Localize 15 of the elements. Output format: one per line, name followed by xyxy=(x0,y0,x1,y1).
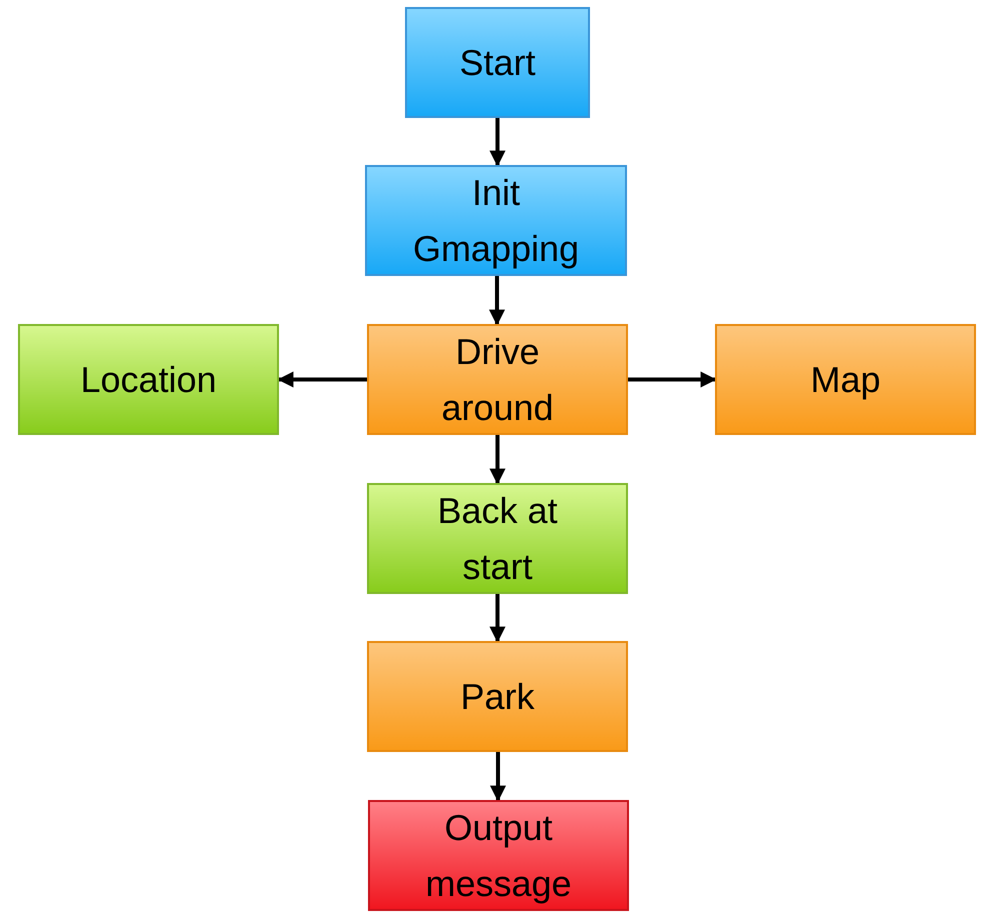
process-box: Start xyxy=(405,7,590,118)
process-box: Output message xyxy=(368,800,629,911)
arrow xyxy=(490,118,506,167)
process-box: Drive around xyxy=(367,324,628,435)
arrow xyxy=(489,276,505,326)
process-box: Map xyxy=(715,324,976,435)
process-box: Park xyxy=(367,641,628,752)
arrow xyxy=(490,752,506,802)
arrow xyxy=(628,372,717,388)
arrow xyxy=(277,372,367,388)
process-box: Init Gmapping xyxy=(365,165,627,276)
arrow xyxy=(490,594,506,643)
arrow xyxy=(490,435,506,485)
process-box: Back at start xyxy=(367,483,628,594)
process-box: Location xyxy=(18,324,279,435)
